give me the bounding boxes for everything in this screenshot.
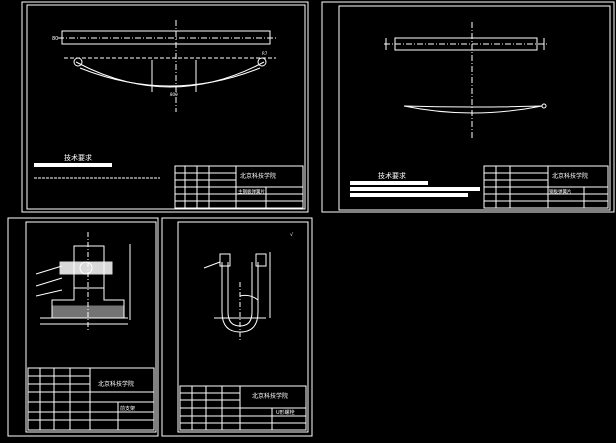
dimension-label: 800: [170, 92, 178, 97]
notes-text-block: [350, 193, 468, 197]
u-bolt-view: √: [203, 232, 294, 342]
dimension-label: 80: [52, 36, 58, 42]
sheet-inner-frame: [25, 221, 157, 433]
part-name: U形螺栓: [276, 409, 295, 416]
notes-text-block: [34, 163, 112, 167]
sheet-inner-frame: [338, 5, 611, 211]
title-block: 北京科技学院 钢板弹簧片: [483, 165, 609, 209]
notes-heading: 技术要求: [378, 171, 406, 180]
eye-left: [73, 57, 83, 67]
spring-arc-outer: [75, 61, 265, 88]
part-name: 钢板弹簧片: [549, 188, 572, 195]
spring-top-view: [61, 30, 271, 45]
sheet-inner-frame: [26, 4, 306, 210]
sheet-outer-frame: [21, 1, 309, 213]
plate-end-eye: [541, 103, 547, 109]
notes-heading: 技术要求: [64, 153, 92, 162]
sheet-outer-frame: [161, 217, 313, 437]
part-name: 主钢板弹簧片: [238, 188, 265, 195]
leader-line: [35, 289, 63, 297]
school-name: 北京科技学院: [552, 172, 588, 180]
title-block: 北京科技学院 主钢板弹簧片: [174, 165, 304, 209]
notes-text-block: [350, 187, 480, 191]
leader-line: [203, 261, 221, 269]
part-name: 前支架: [120, 405, 135, 412]
dimension-label: R7: [262, 51, 268, 56]
leader-line: [35, 277, 63, 287]
spring-arc-inner: [79, 67, 261, 87]
sheet-leaf-spring: 80 R7 800 技术要求 北京科技学院 主钢板弹簧片: [21, 1, 309, 213]
sheet-outer-frame: [7, 217, 159, 437]
sheet-inner-frame: [177, 221, 309, 433]
title-block: 北京科技学院 前支架: [27, 367, 155, 431]
eye-right: [257, 57, 267, 67]
plate-top-view: [394, 37, 538, 51]
sheet-spring-plate: 技术要求 北京科技学院 钢板弹簧片: [321, 1, 615, 213]
plate-side-profile: [403, 105, 543, 114]
dimension-label: √: [290, 232, 294, 238]
sheet-bracket: 北京科技学院 前支架: [7, 217, 159, 437]
school-name: 北京科技学院: [252, 392, 288, 400]
title-block: 北京科技学院 U形螺栓: [179, 385, 307, 431]
school-name: 北京科技学院: [98, 380, 134, 388]
bracket-section-view: [35, 232, 131, 332]
notes-text-block: [350, 181, 428, 185]
sheet-u-bolt: √ 北京科技学院 U形螺栓: [161, 217, 313, 437]
leader-line: [35, 265, 63, 275]
school-name: 北京科技学院: [240, 172, 276, 180]
sheet-outer-frame: [321, 1, 615, 213]
